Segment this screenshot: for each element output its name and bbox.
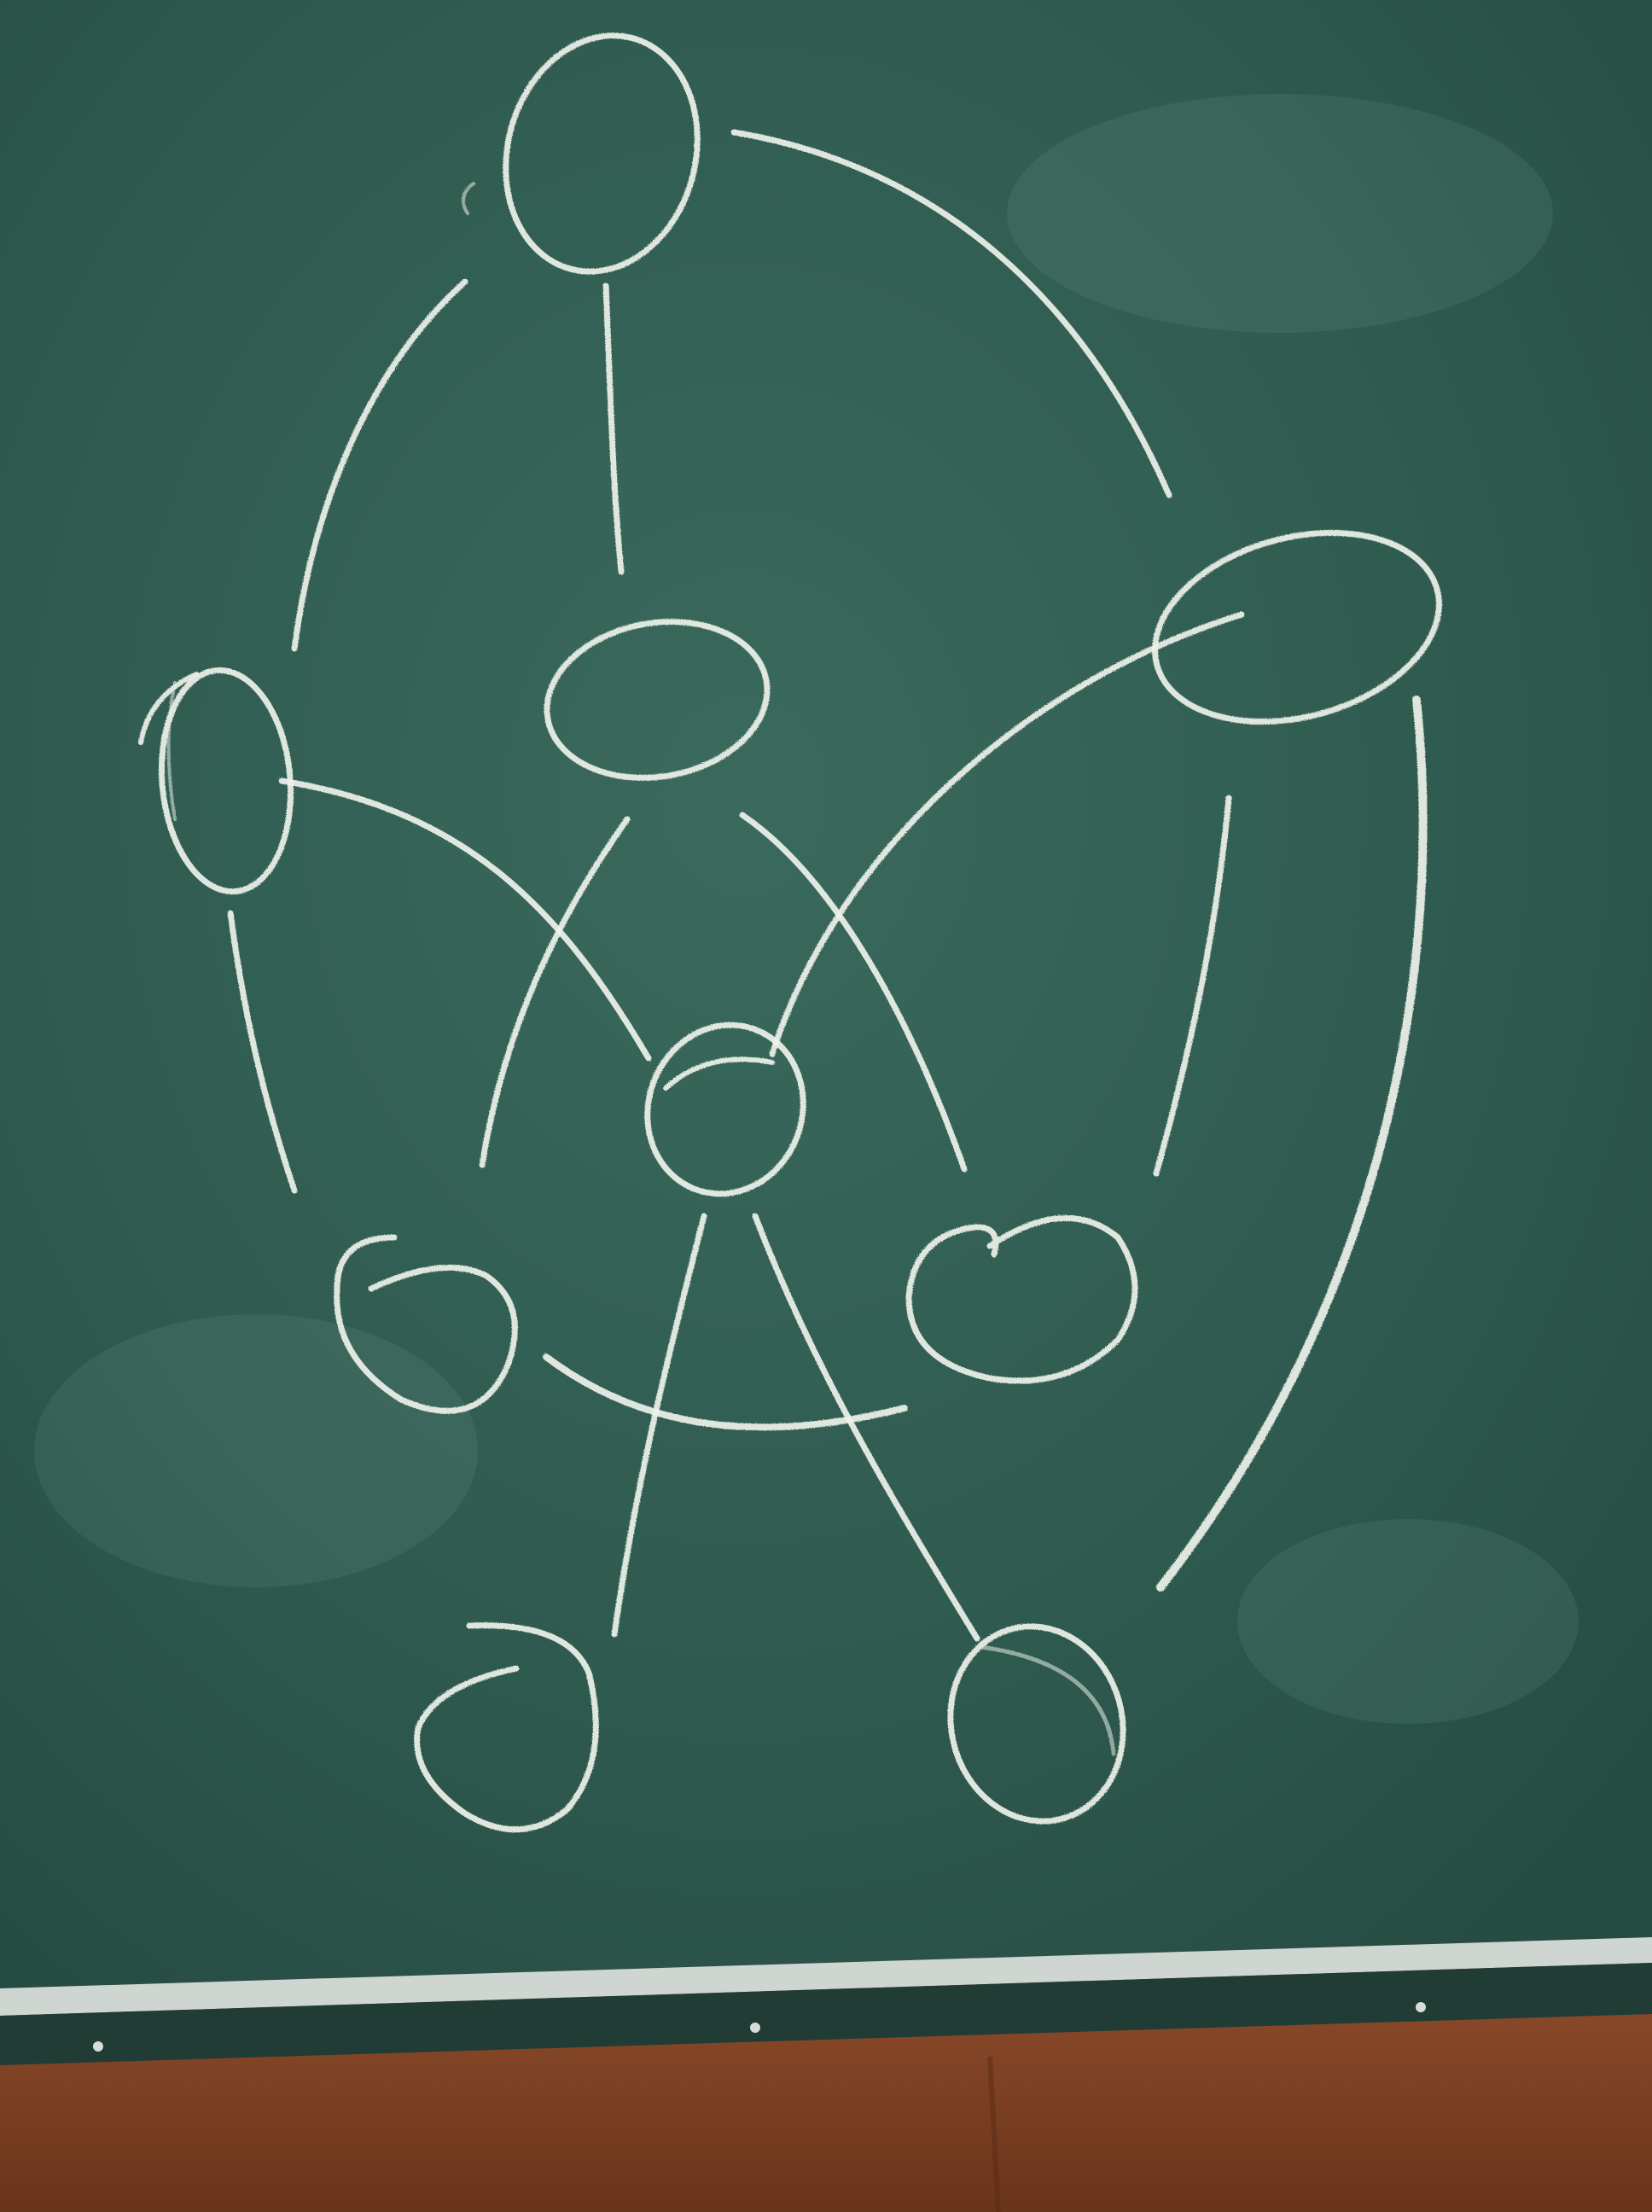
frame-screw xyxy=(1416,2002,1426,2012)
frame-screw xyxy=(93,2041,103,2052)
edge-top-right-to-center xyxy=(769,611,1245,1057)
edge-top-to-inner-top xyxy=(602,282,625,575)
edge-top-to-top-right xyxy=(730,129,1172,498)
edge-center-to-bottom-right xyxy=(752,1213,980,1642)
eraser-smudges xyxy=(34,94,1579,1724)
node-center xyxy=(644,1022,806,1197)
edge-inner-top-to-lower-right xyxy=(739,812,968,1173)
node-top-stroke xyxy=(461,182,475,215)
graph-nodes xyxy=(138,32,1442,1833)
board-frame xyxy=(0,1963,1652,2065)
edge-center-to-bottom-left xyxy=(611,1213,707,1638)
floor-seam xyxy=(987,2056,1001,2212)
frame-screw xyxy=(750,2023,760,2033)
edge-inner-top-to-lower-left xyxy=(479,816,631,1168)
edge-outer-arc xyxy=(1156,696,1428,1592)
node-left-inner-stroke xyxy=(166,681,177,821)
graph-drawing xyxy=(138,32,1442,1833)
node-bottom-right-stroke xyxy=(979,1644,1116,1756)
edge-left-down xyxy=(227,910,298,1194)
node-left xyxy=(158,667,294,895)
node-bottom-right xyxy=(947,1623,1126,1825)
graph-edges xyxy=(227,129,1428,1642)
node-bottom-left xyxy=(414,1622,599,1833)
node-lower-right xyxy=(905,1214,1138,1384)
edge-top-to-left xyxy=(291,278,468,652)
node-lower-left xyxy=(334,1234,518,1414)
node-top xyxy=(503,32,701,275)
chalk-ledge xyxy=(0,1937,1652,2016)
edge-left-to-center xyxy=(278,777,652,1062)
edge-lower-arc xyxy=(543,1353,908,1431)
board-surface xyxy=(0,0,1652,1988)
node-center-stroke xyxy=(663,1057,775,1091)
node-left-extra-stroke xyxy=(138,672,199,745)
node-inner-top xyxy=(544,619,771,781)
edge-top-right-down xyxy=(1153,795,1232,1177)
node-top-right xyxy=(1152,529,1442,725)
